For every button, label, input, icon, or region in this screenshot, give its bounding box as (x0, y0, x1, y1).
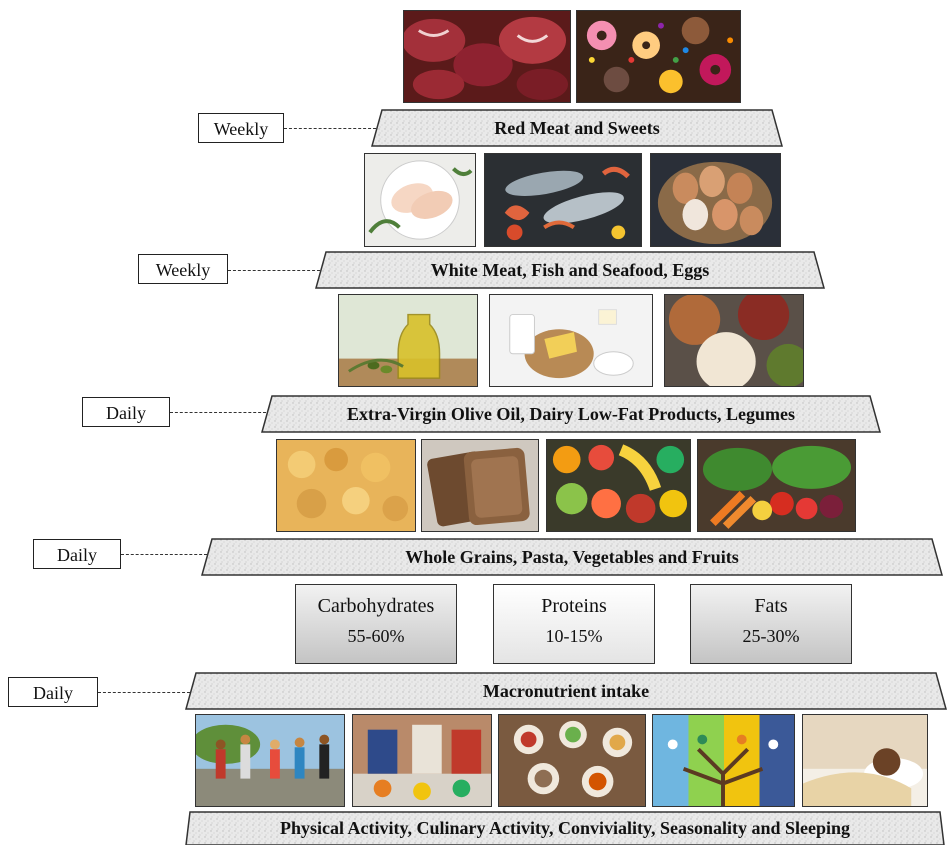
macronutrient-box-fats: Fats 25-30% (690, 584, 852, 664)
dashed-connector (121, 554, 207, 555)
fish-seafood-photo (484, 153, 642, 247)
frequency-label-daily: Daily (33, 539, 121, 569)
tier-label: Extra-Virgin Olive Oil, Dairy Low-Fat Pr… (347, 403, 795, 424)
macronutrient-percent: 25-30% (742, 626, 800, 646)
frequency-label-weekly: Weekly (198, 113, 284, 143)
macronutrient-box-carbohydrates: Carbohydrates 55-60% (295, 584, 457, 664)
vegetables-photo (697, 439, 856, 532)
tier-label: Physical Activity, Culinary Activity, Co… (279, 818, 851, 838)
tier-band-lifestyle: Physical Activity, Culinary Activity, Co… (185, 811, 945, 845)
macronutrient-name: Carbohydrates (317, 595, 435, 617)
dashed-connector (228, 270, 320, 271)
fruits-photo (546, 439, 691, 532)
macronutrient-box-proteins: Proteins 10-15% (493, 584, 655, 664)
frequency-label-weekly: Weekly (138, 254, 228, 284)
chicken-breast-photo (364, 153, 476, 247)
dashed-connector (98, 692, 190, 693)
dashed-connector (170, 412, 266, 413)
tier-label: Macronutrient intake (482, 680, 650, 701)
shared-meal-photo (498, 714, 646, 807)
legumes-photo (664, 294, 804, 387)
frequency-label-daily: Daily (8, 677, 98, 707)
macronutrient-percent: 55-60% (347, 626, 405, 646)
olive-oil-photo (338, 294, 478, 387)
whole-grain-bread-photo (421, 439, 539, 532)
cooking-photo (352, 714, 492, 807)
sleeping-photo (802, 714, 928, 807)
eggs-photo (650, 153, 781, 247)
macronutrient-percent: 10-15% (545, 626, 603, 646)
sweets-photo (576, 10, 741, 103)
tier-band-red-meat-sweets: Red Meat and Sweets (371, 109, 783, 147)
running-photo (195, 714, 345, 807)
tier-band-macronutrient-intake: Macronutrient intake (185, 672, 947, 710)
tier-band-white-meat-fish-eggs: White Meat, Fish and Seafood, Eggs (315, 251, 825, 289)
tier-band-olive-oil-dairy-legumes: Extra-Virgin Olive Oil, Dairy Low-Fat Pr… (261, 395, 881, 433)
tier-label: White Meat, Fish and Seafood, Eggs (430, 259, 710, 280)
dairy-photo (489, 294, 653, 387)
macronutrient-name: Fats (754, 595, 788, 617)
tier-label: Red Meat and Sweets (494, 117, 660, 138)
macronutrient-name: Proteins (541, 595, 607, 617)
seasons-trees-photo (652, 714, 795, 807)
tier-label: Whole Grains, Pasta, Vegetables and Frui… (405, 546, 739, 567)
red-meat-photo (403, 10, 571, 103)
pasta-photo (276, 439, 416, 532)
tier-band-grains-pasta-veg-fruits: Whole Grains, Pasta, Vegetables and Frui… (201, 538, 943, 576)
frequency-label-daily: Daily (82, 397, 170, 427)
dashed-connector (284, 128, 376, 129)
